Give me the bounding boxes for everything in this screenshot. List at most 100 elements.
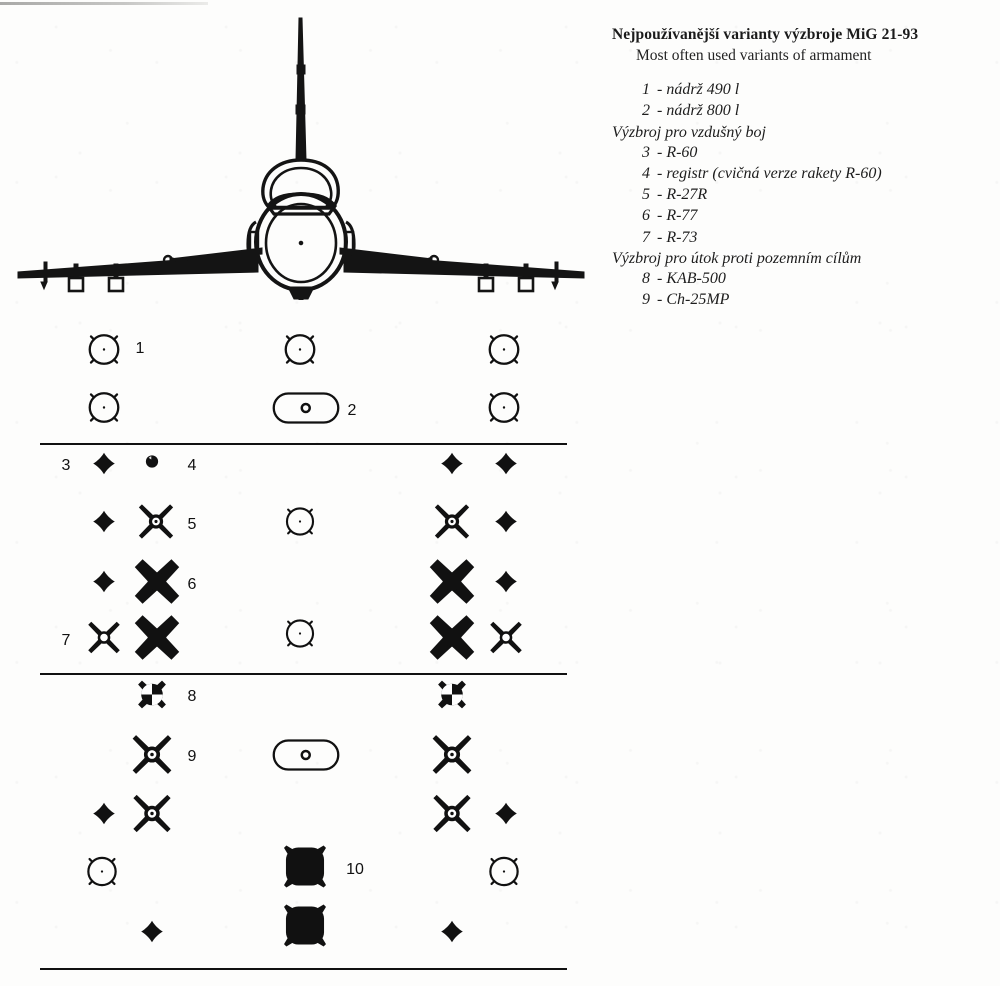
legend-spacer [612, 65, 992, 79]
legend-item-8-label: KAB-500 [666, 269, 726, 287]
legend-item-5-dash: - [657, 186, 663, 204]
legend-panel: Nejpoužívanější varianty výzbroje MiG 21… [612, 26, 992, 310]
legend-item-3-dash: - [657, 143, 663, 161]
tank-round-icon [81, 327, 127, 378]
legend-item-5-number: 5 [642, 186, 650, 204]
legend-item-2-label: nádrž 800 l [666, 102, 740, 120]
legend-item-8: 8 - KAB-500 [642, 268, 992, 289]
star-heavy-icon [425, 555, 479, 614]
legend-item-4-label: registr (cvičná verze rakety R-60) [666, 164, 882, 182]
bomb-kab-icon [434, 677, 470, 718]
legend-item-1: 1 - nádrž 490 l [642, 79, 992, 100]
legend-item-5-label: R-27R [666, 186, 708, 204]
star-small-icon [491, 507, 521, 542]
tank-round-icon [481, 385, 527, 436]
star-small-icon [437, 917, 467, 952]
star-open-icon [83, 617, 125, 664]
star-small-icon [491, 567, 521, 602]
star-ring-icon [427, 789, 477, 844]
star-heavy-icon [130, 555, 184, 614]
legend-list-tanks: 1 - nádrž 490 l 2 - nádrž 800 l [612, 79, 992, 122]
callout-number-3: 3 [61, 457, 71, 474]
tank-round-icon [80, 850, 124, 899]
tank-round-icon [481, 327, 527, 378]
legend-item-9-number: 9 [642, 291, 650, 309]
legend-item-6: 6 - R-77 [642, 205, 992, 226]
legend-title-english: Most often used variants of armament [636, 47, 872, 64]
scan-edge-artifact [0, 2, 208, 5]
legend-item-8-dash: - [657, 269, 663, 287]
legend-item-4-dash: - [657, 164, 663, 182]
tank-oval-icon [270, 383, 343, 438]
callout-number-8: 8 [187, 688, 197, 705]
legend-item-7-dash: - [657, 228, 663, 246]
legend-item-6-dash: - [657, 207, 663, 225]
star-ring-icon [126, 729, 178, 786]
legend-item-7: 7 - R-73 [642, 227, 992, 248]
bomb-kab-icon [134, 677, 170, 718]
aircraft-front-view-icon [17, 17, 585, 300]
star-small-icon [89, 449, 119, 484]
tank-round-icon [279, 613, 321, 660]
legend-item-2: 2 - nádrž 800 l [642, 100, 992, 121]
legend-title-czech: Nejpoužívanější varianty výzbroje MiG 21… [612, 26, 919, 43]
section-rule-2 [40, 673, 567, 675]
legend-group-ground-attack: Výzbroj pro útok proti pozemním cílům [612, 249, 862, 267]
legend-item-2-number: 2 [642, 102, 650, 120]
star-small-icon [491, 799, 521, 834]
legend-item-1-label: nádrž 490 l [666, 81, 740, 98]
star-small-icon [89, 567, 119, 602]
section-rule-1 [40, 443, 567, 445]
star-small-icon [137, 917, 167, 952]
legend-list-ground-attack: 8 - KAB-500 9 - Ch-25MP [612, 268, 992, 311]
legend-item-7-label: R-73 [666, 228, 698, 246]
tank-round-icon [279, 501, 321, 548]
legend-item-9-dash: - [657, 291, 663, 309]
legend-item-6-label: R-77 [666, 207, 698, 225]
callout-number-1: 1 [135, 340, 145, 357]
callout-number-2: 2 [347, 402, 357, 419]
legend-group-air-combat: Výzbroj pro vzdušný boj [612, 123, 766, 141]
legend-item-8-number: 8 [642, 269, 650, 287]
legend-item-3-number: 3 [642, 143, 650, 161]
star-small-icon [89, 507, 119, 542]
star-ring-icon [426, 729, 478, 786]
section-rule-3 [40, 968, 567, 970]
tank-round-icon [81, 385, 127, 436]
star-open-icon [485, 617, 527, 664]
star-small-icon [437, 449, 467, 484]
callout-number-5: 5 [187, 516, 197, 533]
tank-round-icon [482, 850, 526, 899]
legend-item-6-number: 6 [642, 207, 650, 225]
star-small-icon [491, 449, 521, 484]
legend-item-5: 5 - R-27R [642, 184, 992, 205]
blob-heavy-icon [277, 839, 333, 900]
callout-number-7: 7 [61, 632, 71, 649]
callout-number-6: 6 [187, 576, 197, 593]
callout-number-10: 10 [346, 861, 364, 878]
legend-item-1-number: 1 [642, 81, 650, 98]
tank-round-icon [277, 327, 323, 378]
star-heavy-icon [425, 611, 479, 670]
legend-item-7-number: 7 [642, 228, 650, 246]
star-ring-icon [127, 789, 177, 844]
star-heavy-icon [130, 611, 184, 670]
legend-item-4: 4 - registr (cvičná verze rakety R-60) [642, 163, 992, 184]
blob-heavy-icon [277, 898, 333, 959]
tank-oval-icon [270, 730, 343, 785]
star-ring-icon [429, 499, 475, 550]
legend-item-9: 9 - Ch-25MP [642, 289, 992, 310]
legend-item-2-dash: - [657, 102, 663, 120]
legend-item-3: 3 - R-60 [642, 142, 992, 163]
legend-list-air-combat: 3 - R-60 4 - registr (cvičná verze raket… [612, 142, 992, 248]
legend-item-3-label: R-60 [666, 143, 698, 161]
armament-plan: 1 2 3 4 5 6 7 8 9 10 [17, 17, 585, 970]
star-small-icon [89, 799, 119, 834]
star-ring-icon [133, 499, 179, 550]
legend-item-1-dash: - [657, 81, 663, 98]
callout-number-4: 4 [187, 457, 197, 474]
dot-filled-icon [143, 453, 161, 476]
callout-number-9: 9 [187, 748, 197, 765]
legend-item-4-number: 4 [642, 164, 650, 182]
